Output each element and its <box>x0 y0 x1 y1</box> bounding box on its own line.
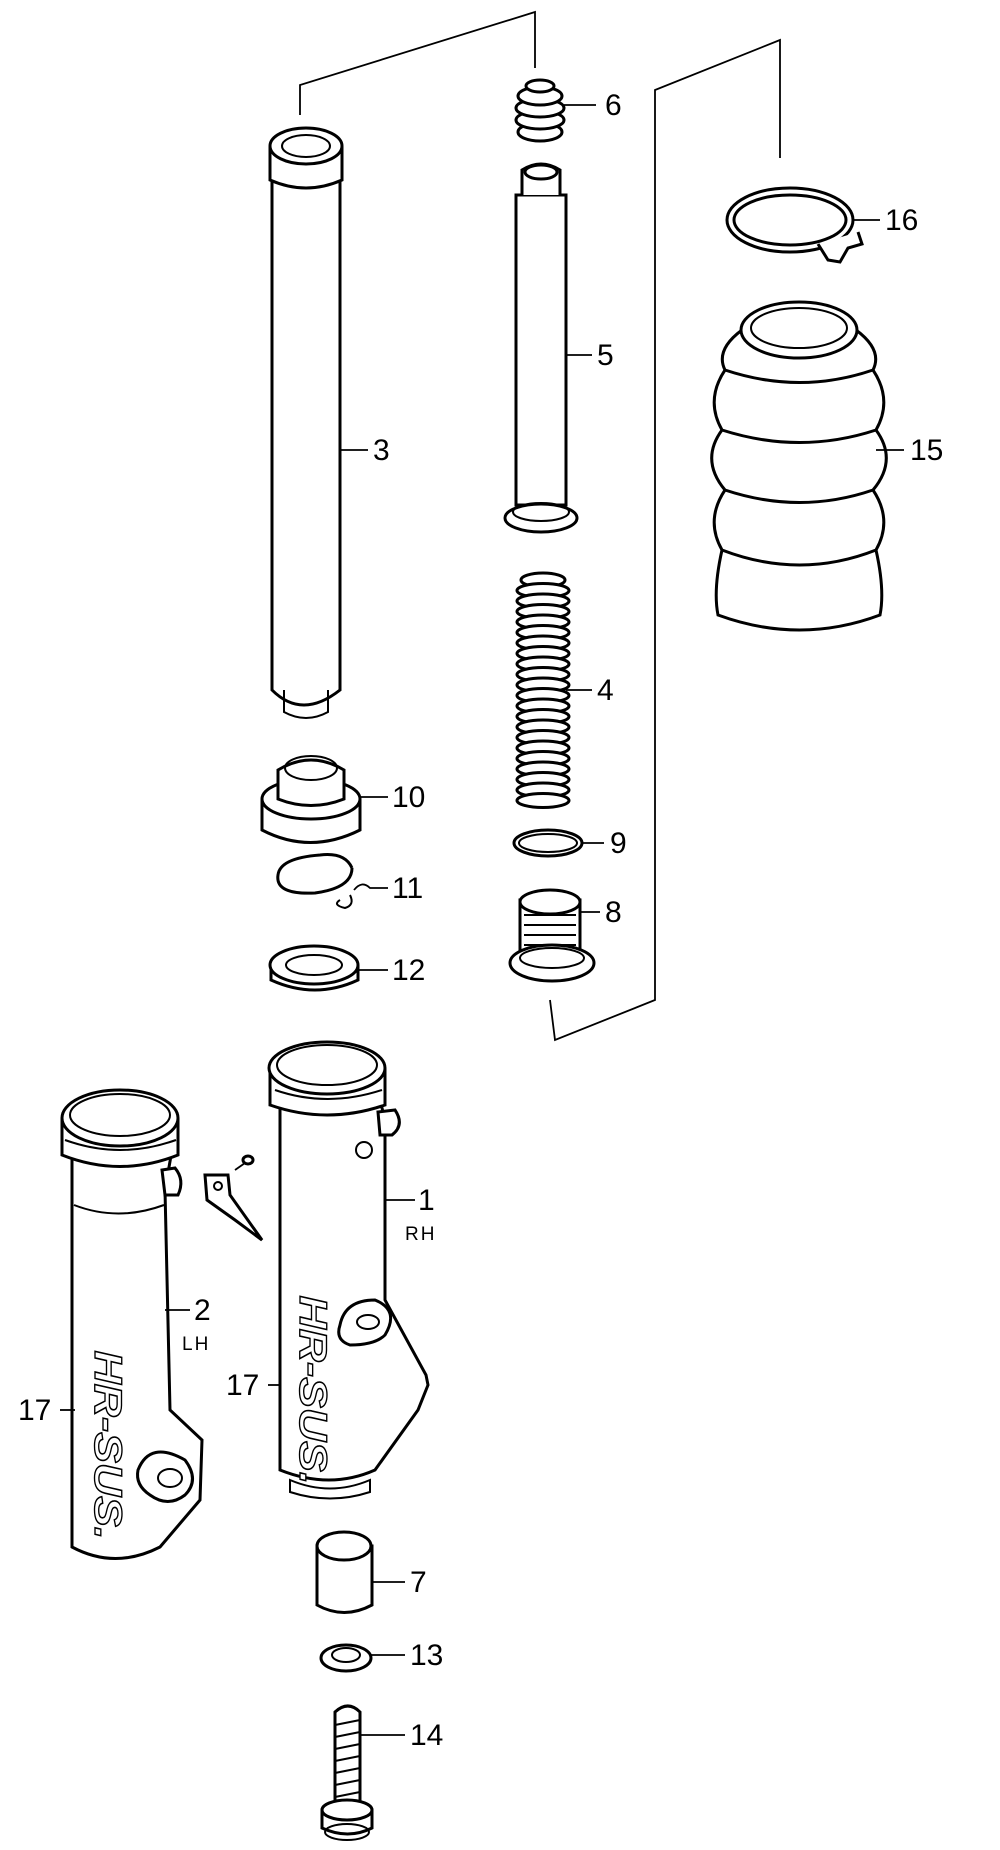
label-2-side: LH <box>182 1334 210 1355</box>
label-8: 8 <box>605 896 622 929</box>
label-17-rh: 17 <box>226 1369 259 1402</box>
label-1: 1 <box>418 1184 435 1217</box>
part-16-circlip <box>725 186 864 264</box>
part-6-spring <box>514 78 566 143</box>
label-13: 13 <box>410 1639 443 1672</box>
label-14: 14 <box>410 1719 443 1752</box>
label-10: 10 <box>392 781 425 814</box>
assembly-bracket-lines <box>299 10 781 1042</box>
part-9-o-ring <box>512 828 584 858</box>
label-1-side: RH <box>405 1224 436 1245</box>
spring-coil <box>515 792 571 809</box>
label-5: 5 <box>597 339 614 372</box>
label-11: 11 <box>392 872 423 905</box>
part-13-sealing-washer <box>319 1643 373 1673</box>
part-5-damper-rod <box>503 162 579 534</box>
part-2-lh-outer-tube: HR-SUS. <box>60 1088 204 1560</box>
logo-text-rh: HR-SUS. <box>291 1295 335 1484</box>
part-4-fork-spring <box>515 571 571 809</box>
part-14-socket-bolt <box>320 1704 374 1841</box>
label-15: 15 <box>910 434 943 467</box>
bracket-with-screw <box>203 1154 264 1242</box>
part-1-rh-outer-tube: HR-SUS. <box>267 1040 430 1500</box>
label-3: 3 <box>373 434 390 467</box>
part-8-spring-seat <box>508 888 596 983</box>
part-11-snap-ring <box>276 853 354 910</box>
label-12: 12 <box>392 954 425 987</box>
part-labels: 6 5 3 4 16 15 10 11 12 9 8 1 RH 2 LH 17 … <box>18 89 943 1752</box>
leader-lines <box>60 104 904 1736</box>
label-9: 9 <box>610 827 627 860</box>
label-16: 16 <box>885 204 918 237</box>
label-2: 2 <box>194 1294 211 1327</box>
part-3-inner-tube <box>268 126 344 719</box>
part-10-oil-seal <box>260 755 362 844</box>
label-4: 4 <box>597 674 614 707</box>
part-15-dust-boot <box>710 300 888 632</box>
label-7: 7 <box>410 1566 427 1599</box>
logo-text-lh: HR-SUS. <box>86 1350 130 1539</box>
label-6: 6 <box>605 89 622 122</box>
label-17-lh: 17 <box>18 1394 51 1427</box>
part-12-washer <box>268 944 360 992</box>
part-7-oil-lock-piece <box>315 1530 374 1614</box>
